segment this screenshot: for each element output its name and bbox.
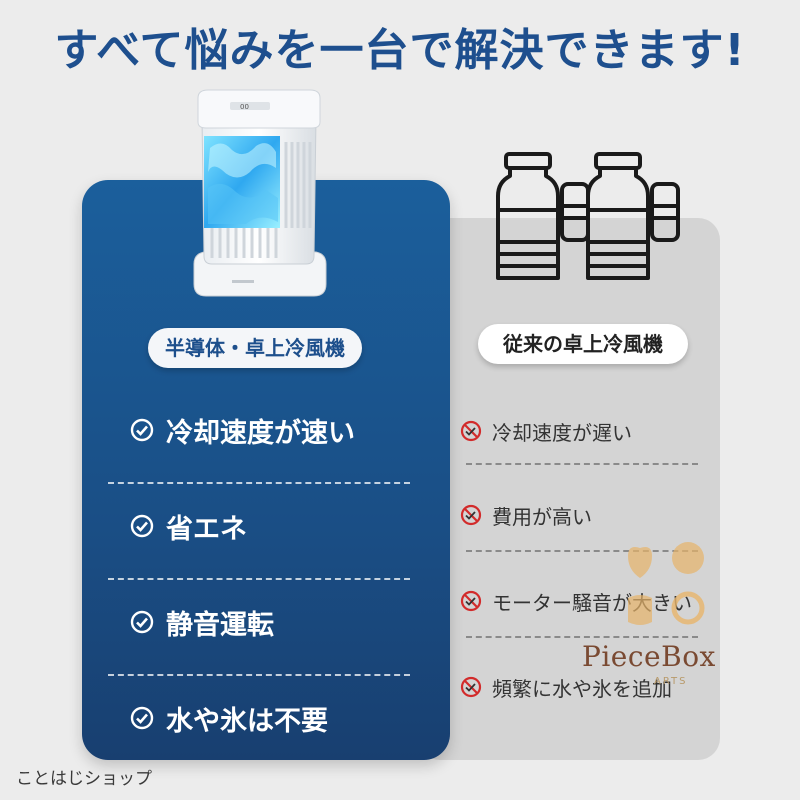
semiconductor-cooler-label: 半導体・卓上冷風機 [148,328,362,368]
svg-text:00: 00 [240,103,249,111]
conventional-cooler-card [418,218,720,760]
divider [466,463,698,465]
divider [466,636,698,638]
drawback-item: 冷却速度が遅い [460,416,632,446]
divider [108,674,410,676]
divider [108,482,410,484]
feature-item: 省エネ [130,506,247,546]
feature-item: 冷却速度が速い [130,410,355,450]
prohibited-circle-icon [460,420,482,442]
feature-label: 冷却速度が速い [166,417,355,449]
piecebox-logo-text: PieceBox [582,640,716,673]
check-circle-icon [130,418,154,442]
feature-label: 水や氷は不要 [166,705,328,737]
feature-label: 省エネ [166,513,247,545]
drawback-label: 冷却速度が遅い [492,420,632,445]
divider [108,578,410,580]
feature-label: 静音運転 [166,609,274,641]
prohibited-circle-icon [460,504,482,526]
feature-item: 静音運転 [130,602,274,642]
cooler-product-image: 00 [193,89,327,297]
shop-name: ことはじショップ [16,769,152,789]
divider [466,550,698,552]
drawback-label: 費用が高い [492,504,592,529]
drawback-label: 頻繁に水や氷を追加 [492,676,672,701]
drawback-item: 費用が高い [460,500,592,530]
feature-item: 水や氷は不要 [130,698,328,738]
drawback-item: 頻繁に水や氷を追加 [460,672,672,702]
prohibited-circle-icon [460,590,482,612]
headline: すべて悩みを一台で解決できます! [54,25,746,76]
drawback-label: モーター騒音が大きい [492,590,692,615]
check-circle-icon [130,610,154,634]
piecebox-watermark-icon [628,542,705,625]
drawback-item: モーター騒音が大きい [460,586,692,616]
conventional-cooler-label: 従来の卓上冷風機 [478,324,688,364]
check-circle-icon [130,514,154,538]
piecebox-logo-subtext: ARTS [654,676,688,687]
prohibited-circle-icon [460,676,482,698]
ice-bottles-icon [496,152,680,280]
check-circle-icon [130,706,154,730]
